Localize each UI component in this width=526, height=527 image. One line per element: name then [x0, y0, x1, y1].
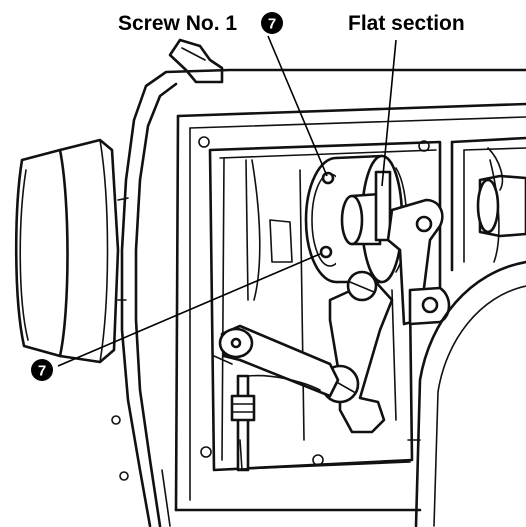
flat-section-leader: [381, 39, 397, 187]
right-window: [450, 136, 526, 272]
machine-body: [120, 68, 526, 527]
part-number-left-text: 7: [38, 363, 46, 380]
upper-lever: [386, 198, 451, 326]
screw-no1-leader: [267, 35, 328, 177]
part-7-leader: [57, 253, 321, 367]
shuttle-cover: [414, 260, 526, 527]
part-number-badge-left: 7: [31, 359, 53, 381]
thread-guide-post: [168, 38, 224, 84]
part-number-badge-top: 7: [261, 12, 283, 34]
link-arm: [213, 270, 394, 434]
hand-wheel: [14, 138, 129, 364]
part-number-top-text: 7: [268, 16, 276, 33]
screw-no1-label: Screw No. 1: [118, 12, 237, 35]
lower-rod: [230, 374, 321, 472]
flat-section-label: Flat section: [348, 12, 465, 35]
frame-details: [111, 289, 421, 481]
leader-lines: [57, 35, 397, 367]
